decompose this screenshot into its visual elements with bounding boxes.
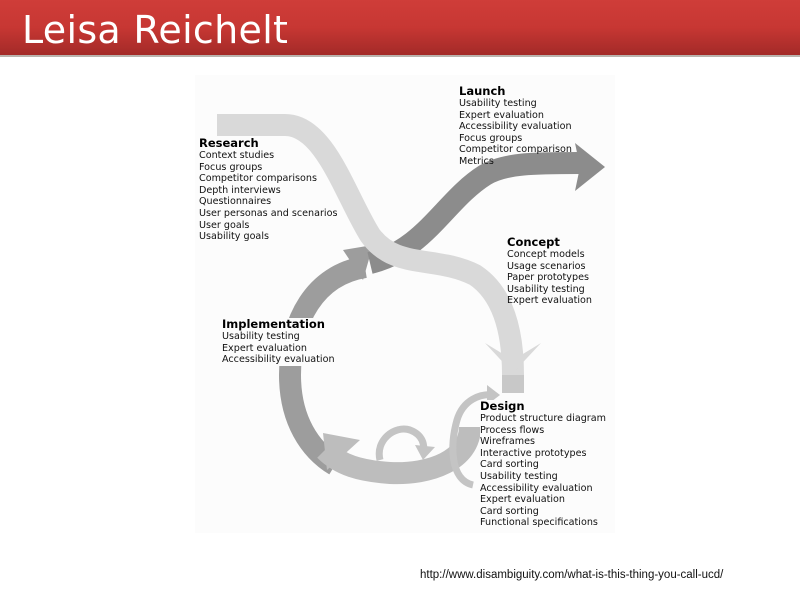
phase-item: Expert evaluation: [459, 109, 544, 121]
phase-item: Paper prototypes: [507, 272, 589, 284]
phase-item: Usability goals: [199, 231, 269, 243]
phase-title: Design: [480, 399, 525, 413]
phase-item: Concept models: [507, 249, 585, 260]
phase-item: Usability testing: [480, 470, 558, 482]
phase-item: Expert evaluation: [480, 494, 565, 506]
phase-item: Product structure diagram: [480, 413, 606, 424]
source-url-link[interactable]: http://www.disambiguity.com/what-is-this…: [420, 569, 724, 581]
phase-item: Functional specifications: [480, 517, 598, 529]
research-path: [217, 114, 524, 376]
phase-item: Accessibility evaluation: [222, 354, 335, 366]
iteration-loop-design: [449, 391, 496, 489]
phase-item: User goals: [199, 219, 250, 231]
phase-item: Expert evaluation: [507, 295, 592, 307]
phase-research: Research Context studies Focus groups Co…: [199, 137, 337, 243]
phase-item: Competitor comparison: [459, 144, 572, 156]
phase-item: User personas and scenarios: [199, 207, 338, 219]
process-arrows-graphic: [217, 114, 605, 489]
phase-implementation: Implementation Usability testing Expert …: [222, 318, 339, 366]
phase-item: Usability testing: [459, 98, 537, 109]
phase-item: Accessibility evaluation: [459, 121, 572, 133]
slide-header: Leisa Reichelt: [0, 0, 800, 57]
phase-item: Focus groups: [199, 161, 263, 173]
phase-item: Usage scenarios: [507, 260, 586, 272]
phase-item: Competitor comparisons: [199, 173, 317, 185]
loop-arrowhead-icon: [415, 445, 435, 460]
phase-item: Expert evaluation: [222, 342, 307, 354]
phase-title: Launch: [459, 84, 506, 98]
cycle-arrowhead-up-icon: [343, 245, 373, 280]
phase-item: Questionnaires: [199, 196, 272, 208]
implementation-cycle-arc: [278, 256, 368, 475]
phase-concept: Concept Concept models Usage scenarios P…: [507, 236, 592, 307]
phase-launch: Launch Usability testing Expert evaluati…: [459, 85, 572, 168]
phase-item: Process flows: [480, 424, 545, 436]
phase-item: Card sorting: [480, 459, 539, 471]
phase-item: Metrics: [459, 155, 494, 167]
phase-item: Wireframes: [480, 436, 536, 448]
launch-arrowhead-icon: [575, 143, 605, 191]
research-arrowhead-icon: [485, 343, 541, 373]
phase-item: Focus groups: [459, 132, 523, 144]
iteration-loop-small: [375, 425, 428, 461]
phase-item: Card sorting: [480, 505, 539, 517]
launch-path: [366, 152, 581, 274]
cycle-arrowhead-left-icon: [323, 433, 360, 470]
phase-title: Research: [199, 136, 259, 150]
phase-item: Accessibility evaluation: [480, 482, 593, 494]
slide-title: Leisa Reichelt: [22, 8, 289, 52]
phase-title: Concept: [507, 235, 560, 249]
phase-item: Usability testing: [507, 283, 585, 295]
phase-title: Implementation: [222, 317, 325, 331]
phase-item: Depth interviews: [199, 184, 281, 196]
phase-item: Usability testing: [222, 331, 300, 342]
design-to-implementation-arc: [317, 425, 481, 485]
phase-item: Interactive prototypes: [480, 447, 587, 459]
phase-design: Design Product structure diagram Process…: [480, 400, 606, 529]
ucd-process-diagram: Launch Usability testing Expert evaluati…: [195, 75, 615, 533]
phase-item: Context studies: [199, 150, 275, 161]
